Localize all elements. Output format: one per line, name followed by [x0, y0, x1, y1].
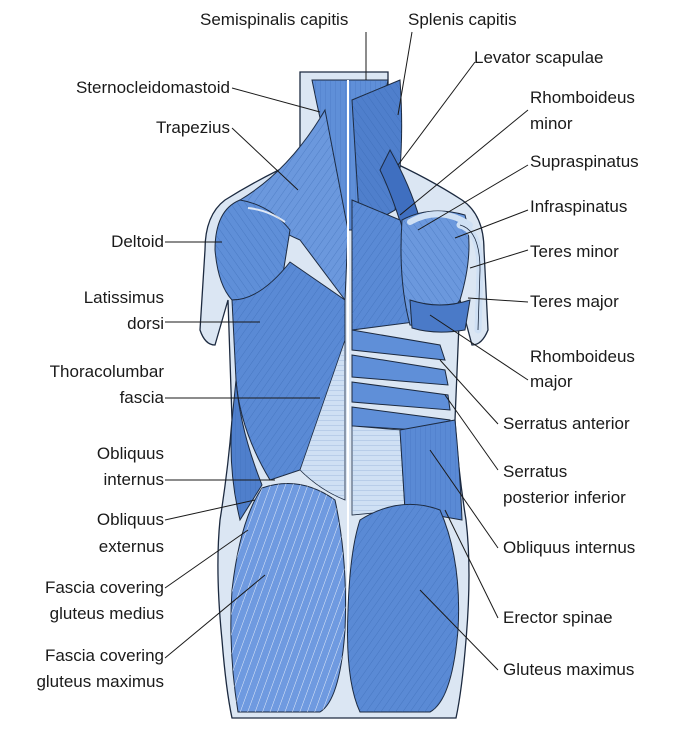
label-thoracolumbar-line2: fascia: [119, 388, 164, 407]
label-sternocleidomastoid: Sternocleidomastoid: [75, 78, 230, 97]
label-obliquus-internus-left-line1: Obliquus: [96, 444, 164, 463]
label-splenis-capitis: Splenis capitis: [408, 10, 517, 29]
label-rhomboideus-major-line1: Rhomboideus: [530, 347, 635, 366]
label-rhomboideus-minor-line2: minor: [530, 114, 573, 133]
label-serratus-posterior-line1: Serratus: [503, 462, 568, 481]
label-obliquus-externus-line1: Obliquus: [96, 510, 164, 529]
label-fascia-medius-line1: Fascia covering: [44, 578, 164, 597]
label-fascia-maximus-line2: gluteus maximus: [36, 672, 164, 691]
label-obliquus-internus-right: Obliquus internus: [503, 538, 636, 557]
label-teres-minor: Teres minor: [530, 242, 619, 261]
label-trapezius: Trapezius: [155, 118, 230, 137]
label-fascia-maximus-line1: Fascia covering: [44, 646, 164, 665]
label-levator-scapulae: Levator scapulae: [474, 48, 604, 67]
label-fascia-medius-line2: gluteus medius: [49, 604, 164, 623]
label-infraspinatus: Infraspinatus: [530, 197, 628, 216]
label-latissimus-line1: Latissimus: [83, 288, 164, 307]
label-erector-spinae: Erector spinae: [503, 608, 613, 627]
label-gluteus-maximus: Gluteus maximus: [503, 660, 635, 679]
label-thoracolumbar-line1: Thoracolumbar: [49, 362, 164, 381]
label-latissimus-line2: dorsi: [127, 314, 164, 333]
label-deltoid: Deltoid: [111, 232, 164, 251]
teres-major-right: [409, 299, 471, 333]
label-serratus-anterior: Serratus anterior: [503, 414, 630, 433]
label-teres-major: Teres major: [530, 292, 619, 311]
label-supraspinatus: Supraspinatus: [530, 152, 639, 171]
label-serratus-posterior-line2: posterior inferior: [503, 488, 626, 507]
leader-lines: [164, 31, 529, 671]
label-obliquus-externus-line2: externus: [98, 537, 164, 556]
label-obliquus-internus-left-line2: internus: [103, 470, 164, 489]
label-rhomboideus-major-line2: major: [530, 372, 573, 391]
label-rhomboideus-minor-line1: Rhomboideus: [530, 88, 635, 107]
label-semispinalis-capitis: Semispinalis capitis: [200, 10, 349, 29]
